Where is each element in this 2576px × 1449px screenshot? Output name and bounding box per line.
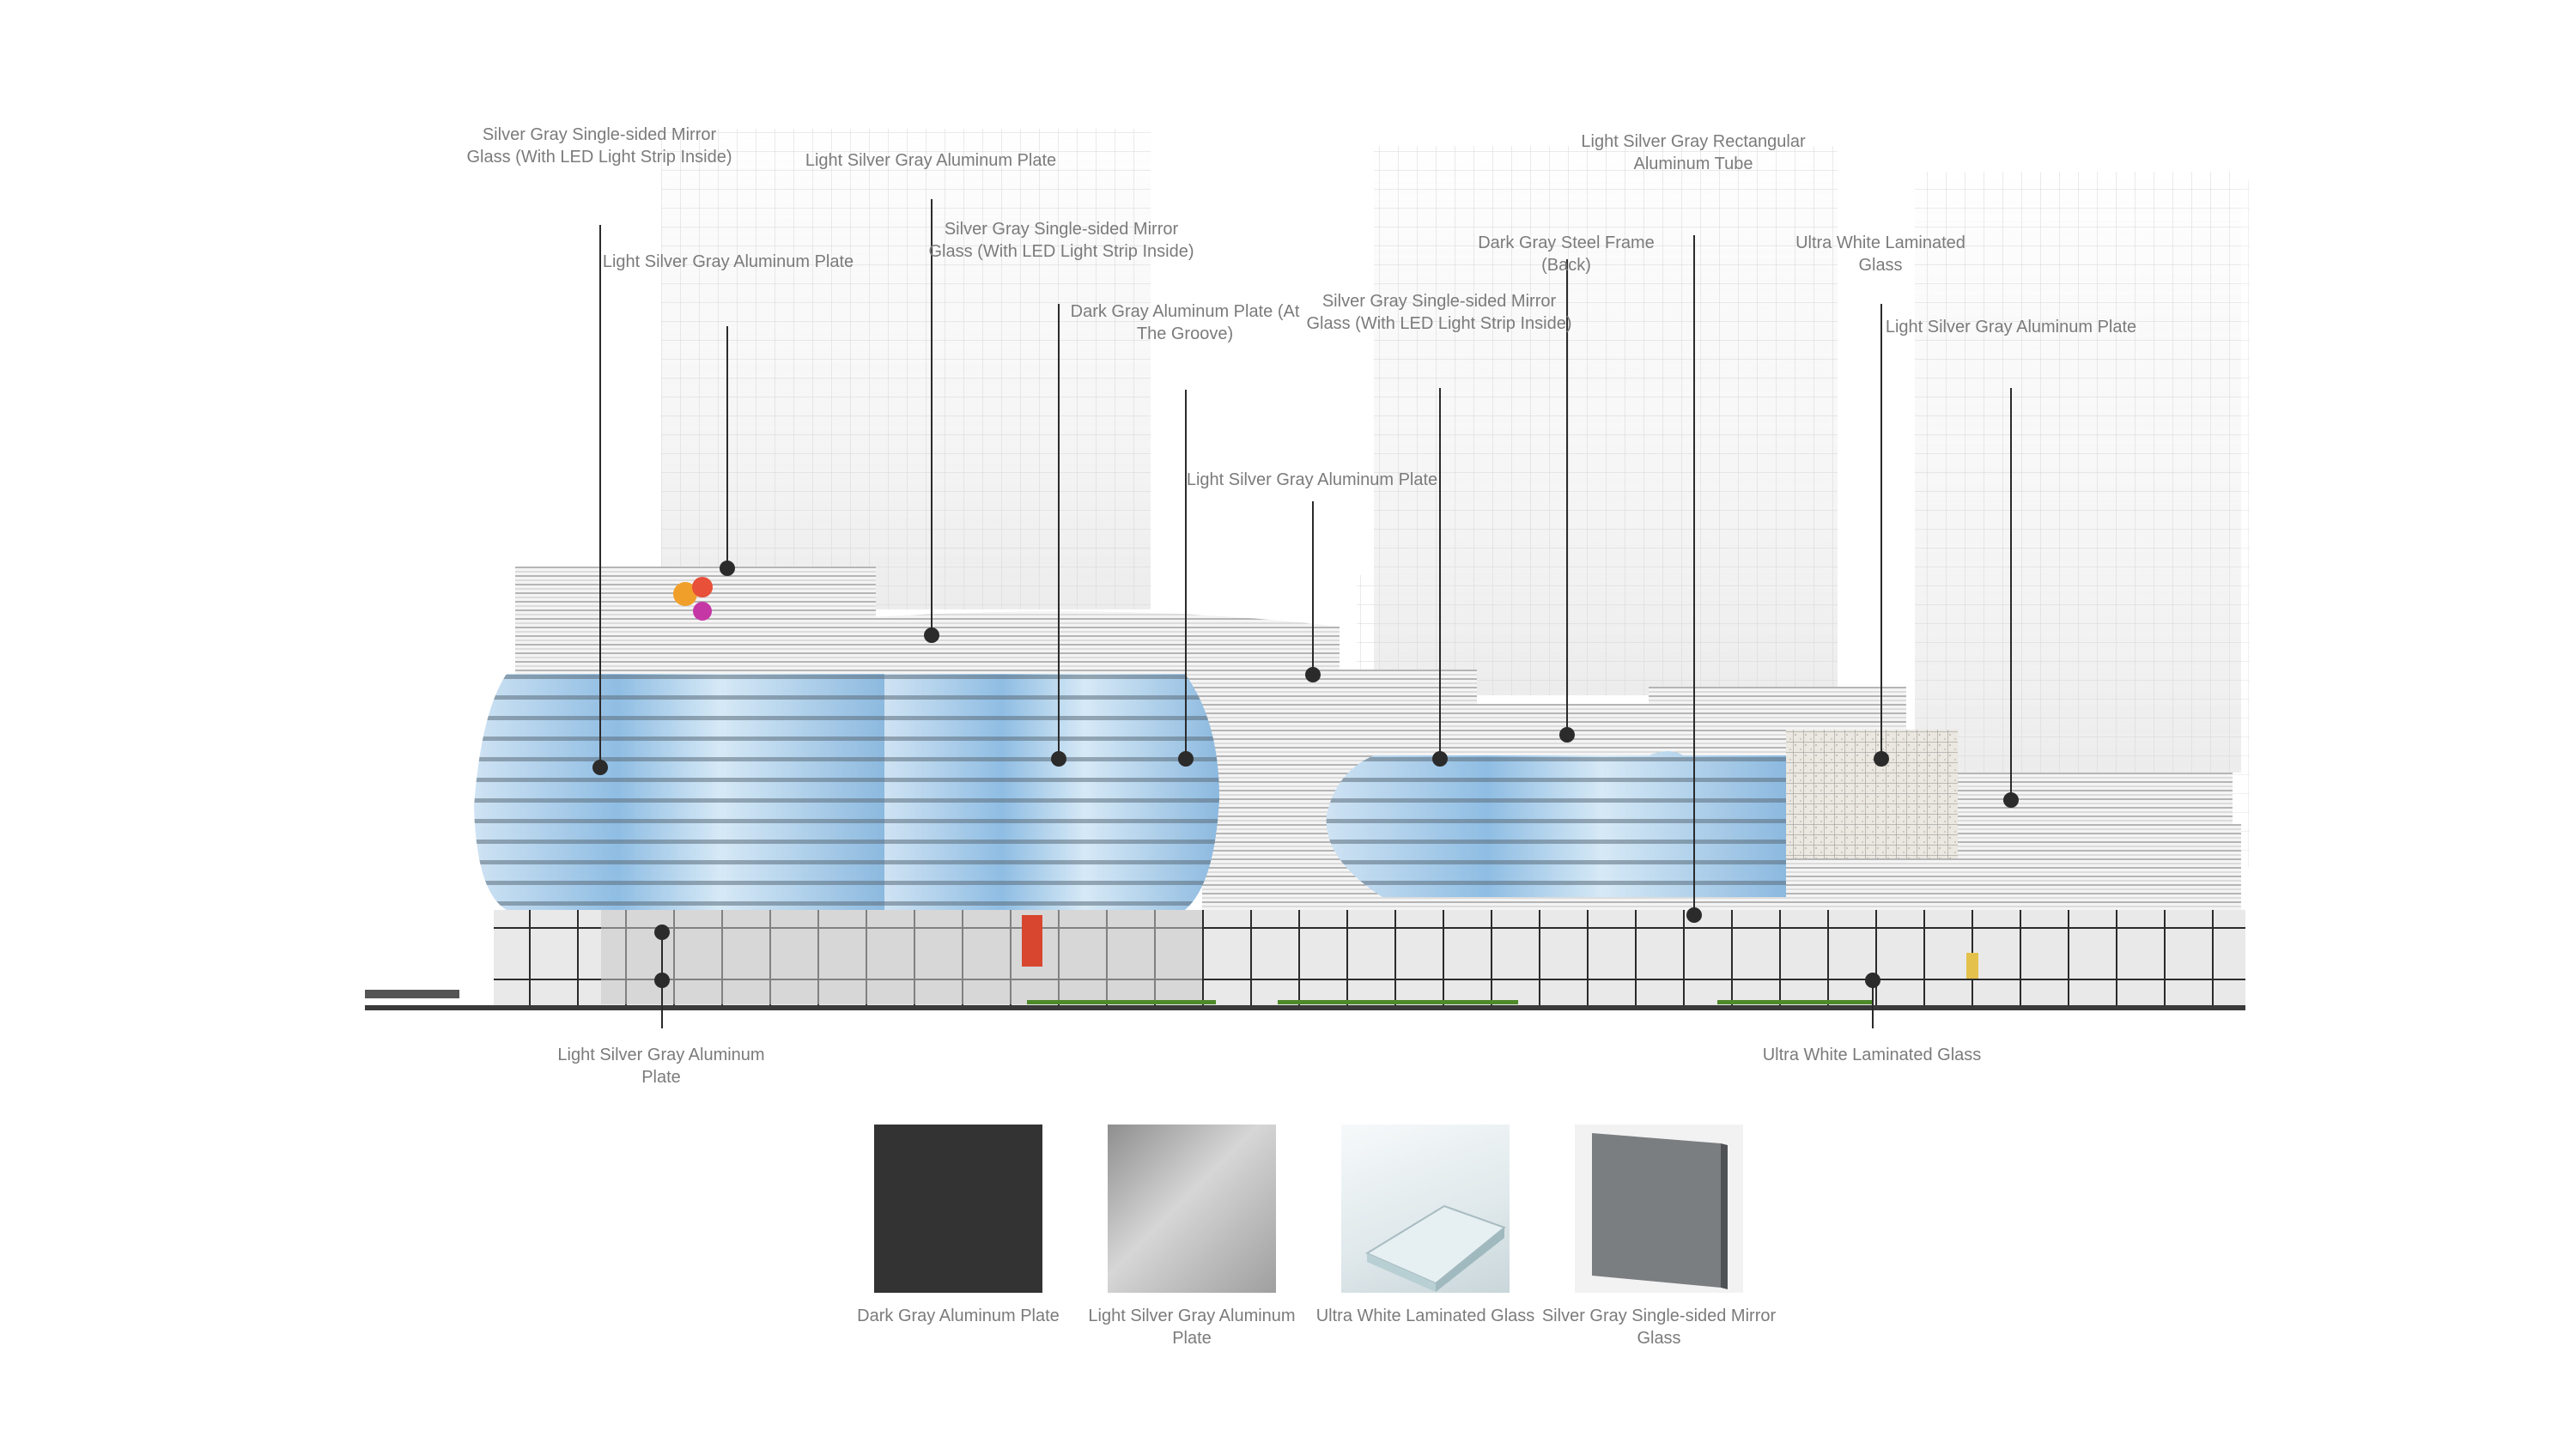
vehicle <box>365 990 459 998</box>
swatch-caption-1: Dark Gray Aluminum Plate <box>857 1307 1060 1325</box>
ground-line <box>365 1005 2245 1010</box>
dot-c7 <box>1432 751 1448 767</box>
swatch-caption-4: Silver Gray Single-sided Mirror Glass <box>1541 1307 1777 1348</box>
leader-c10 <box>1880 304 1882 759</box>
grass-strips <box>1027 1000 1872 1004</box>
dot-c11 <box>2003 792 2019 808</box>
leader-c11 <box>2010 388 2012 800</box>
leader-c6 <box>1312 501 1314 675</box>
leader-c2 <box>726 326 728 568</box>
dot-c2 <box>720 561 735 576</box>
swatch-light-silver-gray-aluminum <box>1108 1125 1276 1293</box>
leader-b2 <box>1872 980 1874 1028</box>
callout-b2: Ultra White Laminated Glass <box>1762 1046 1982 1064</box>
swatch-ultra-white-laminated-glass <box>1341 1125 1510 1293</box>
swatch-caption-2: Light Silver Gray Aluminum Plate <box>1088 1307 1296 1348</box>
logo-mark <box>673 577 713 621</box>
callout-b1: Light Silver Gray Aluminum Plate <box>557 1046 765 1087</box>
callout-c2: Light Silver Gray Aluminum Plate <box>602 252 854 271</box>
dot-c1 <box>592 760 608 775</box>
callout-c7: Silver Gray Single-sided Mirror Glass (W… <box>1306 292 1572 333</box>
dot-c5 <box>1178 751 1194 767</box>
leader-c7 <box>1439 388 1441 759</box>
leader-c3 <box>931 199 933 635</box>
dot-c8 <box>1559 727 1575 743</box>
dot-c4 <box>1051 751 1066 767</box>
callout-c9: Light Silver Gray Rectangular Aluminum T… <box>1581 132 1806 173</box>
callout-c8: Dark Gray Steel Frame (Back) <box>1478 233 1655 275</box>
leader-c4 <box>1058 304 1060 759</box>
callout-c1: Silver Gray Single-sided Mirror Glass (W… <box>466 125 732 167</box>
callout-c6: Light Silver Gray Aluminum Plate <box>1186 470 1438 489</box>
dot-c6 <box>1305 667 1321 682</box>
swatch-caption-3: Ultra White Laminated Glass <box>1315 1307 1535 1325</box>
storefront <box>494 910 2245 1006</box>
callout-c10: Ultra White Laminated Glass <box>1795 233 1965 275</box>
leader-c8 <box>1566 259 1568 735</box>
mirror-glass-volumes <box>474 674 1786 910</box>
swatch-dark-gray-aluminum <box>874 1125 1042 1293</box>
callout-c3: Light Silver Gray Aluminum Plate <box>805 151 1057 170</box>
dot-b1a <box>654 925 670 940</box>
dot-c3 <box>924 627 939 643</box>
dot-c10 <box>1874 751 1889 767</box>
leader-c9 <box>1693 235 1695 915</box>
leader-c5 <box>1185 390 1187 759</box>
dot-b1b <box>654 973 670 988</box>
dot-c9 <box>1686 907 1702 923</box>
callout-c4: Silver Gray Single-sided Mirror Glass (W… <box>928 220 1194 261</box>
swatch-silver-gray-mirror-glass <box>1575 1125 1743 1293</box>
leader-c1 <box>599 225 601 767</box>
callout-c11: Light Silver Gray Aluminum Plate <box>1885 318 2137 336</box>
callout-c5: Dark Gray Aluminum Plate (At The Groove) <box>1070 302 1300 343</box>
dot-b2 <box>1865 973 1880 988</box>
